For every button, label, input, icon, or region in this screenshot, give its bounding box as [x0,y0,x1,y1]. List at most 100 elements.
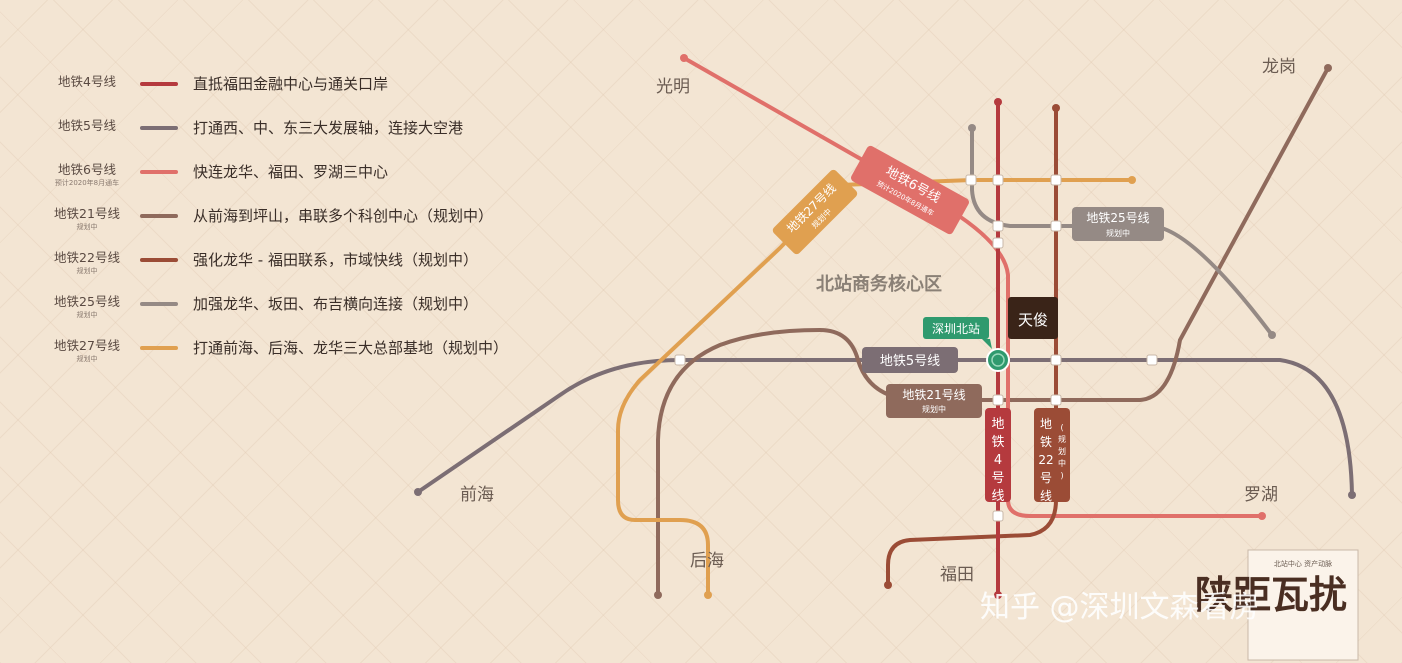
interchange-marker [992,394,1004,406]
project-name: 天俊 [1018,311,1048,329]
interchange-marker [992,237,1004,249]
line-25-label-note: 规划中 [1106,228,1130,238]
legend-row: 地铁5号线 打通西、中、东三大发展轴，连接大空港 [40,112,600,156]
legend-color-swatch [140,346,178,350]
legend-line-description: 快连龙华、福田、罗湖三中心 [193,163,389,181]
line-22-label-char: 地 [1040,417,1052,431]
line-27-label: 地铁27号线 规划中 [772,169,858,255]
line-21-label-note: 规划中 [922,404,946,414]
interchange-marker [1050,394,1062,406]
line-22-label-note: ) [1060,471,1063,480]
line-22-label-note: 规 [1058,434,1066,444]
interchange-marker [1050,174,1062,186]
line-22-label-char: 22 [1038,453,1053,467]
interchange-marker [1050,354,1062,366]
terminal-dot [654,591,662,599]
legend-color-swatch [140,214,178,218]
legend-row: 地铁22号线规划中强化龙华 - 福田联系，市域快线（规划中） [40,244,600,288]
line-4-label-char: 线 [991,489,1004,504]
legend-row: 地铁25号线规划中加强龙华、坂田、布吉横向连接（规划中） [40,288,600,332]
district-label: 北站商务核心区 [816,273,942,295]
legend-line-note: 预计2020年8月通车 [54,179,120,187]
line-6-route[interactable] [682,56,1264,518]
terminal-dot [994,591,1002,599]
legend-row: 地铁27号线规划中 打通前海、后海、龙华三大总部基地（规划中） [40,332,600,376]
shenzhen-north-station[interactable]: 深圳北站 [923,317,1010,372]
legend-line-description: 打通前海、后海、龙华三大总部基地（规划中） [193,339,509,357]
line-25-label-text: 地铁25号线 [1086,211,1149,225]
line-22-label-char: 铁 [1040,435,1052,449]
line-21-route[interactable] [656,66,1330,597]
legend: 地铁4号线 直抵福田金融中心与通关口岸地铁5号线 打通西、中、东三大发展轴，连接大空… [40,68,600,376]
terminal-dot [968,124,976,132]
terminal-dot [1258,512,1266,520]
legend-line-name: 地铁22号线 [54,250,120,265]
line-27-route[interactable] [616,178,1134,597]
interchange-marker [1146,354,1158,366]
legend-row: 地铁21号线规划中 从前海到坪山，串联多个科创中心（规划中） [40,200,600,244]
line-4-label-char: 地 [991,417,1004,432]
corner-emblem-top: 北站中心 资产动脉 [1274,559,1332,568]
place-qianhai: 前海 [460,485,494,505]
line-21-label: 地铁21号线 规划中 [886,384,982,418]
place-houhai: 后海 [690,551,724,571]
line-4-label-char: 铁 [991,435,1004,450]
line-4-label-char: 4 [994,453,1002,468]
line-5-label-text: 地铁5号线 [880,354,940,369]
legend-line-name: 地铁21号线 [54,206,120,221]
place-guangming: 光明 [656,77,690,97]
place-longgang: 龙岗 [1262,57,1296,77]
legend-color-swatch [140,258,178,262]
watermark: 知乎 @深圳文森看房 [980,590,1260,625]
line-21-label-text: 地铁21号线 [902,388,965,402]
corner-emblem: 北站中心 资产动脉 陕距瓦扰 [1195,549,1359,661]
terminal-dot [1324,64,1332,72]
line-22-label: 地 铁 22 号 线 ( 规 划 中 ) [1034,408,1070,503]
line-22-label-char: 号 [1040,471,1052,485]
line-22-label-note: ( [1060,423,1063,432]
legend-line-note: 规划中 [76,355,98,363]
legend-row: 地铁6号线预计2020年8月通车 快连龙华、福田、罗湖三中心 [40,156,600,200]
legend-line-name: 地铁5号线 [58,118,116,133]
station-name: 深圳北站 [932,322,980,336]
legend-line-name: 地铁4号线 [58,74,116,89]
line-22-route[interactable] [886,106,1058,587]
legend-color-swatch [140,302,178,306]
legend-line-description: 打通西、中、东三大发展轴，连接大空港 [193,119,464,137]
terminal-dot [704,591,712,599]
interchange-marker [1050,220,1062,232]
line-22-label-char: 线 [1040,489,1052,503]
interchange-marker [965,174,977,186]
line-22-label-note: 划 [1058,446,1066,456]
line-5-label: 地铁5号线 [862,347,958,373]
terminal-dot [680,54,688,62]
project-tianjun-marker[interactable]: 天俊 [1008,297,1058,339]
legend-line-note: 规划中 [76,267,98,275]
corner-emblem-big: 陕距瓦扰 [1195,573,1347,617]
legend-color-swatch [140,170,178,174]
legend-line-name: 地铁6号线 [58,162,116,177]
legend-line-description: 直抵福田金融中心与通关口岸 [193,75,389,93]
line-4-label: 地 铁 4 号 线 [985,408,1011,504]
line-25-label: 地铁25号线 规划中 [1072,207,1164,241]
interchange-marker [992,510,1004,522]
line-6-label: 地铁6号线 预计2020年8月通车 [851,145,969,235]
line-5-route[interactable] [416,357,1354,497]
line-4-label-char: 号 [991,471,1004,486]
legend-color-swatch [140,126,178,130]
terminal-dot [1052,104,1060,112]
interchange-marker [992,220,1004,232]
interchange-marker [674,354,686,366]
legend-line-note: 规划中 [76,311,98,319]
legend-line-note: 规划中 [76,223,98,231]
line-22-label-note: 中 [1058,458,1066,468]
legend-line-name: 地铁27号线 [54,338,120,353]
legend-row: 地铁4号线 直抵福田金融中心与通关口岸 [40,68,600,112]
place-futian: 福田 [940,565,974,585]
terminal-dot [994,98,1002,106]
terminal-dot [1348,491,1356,499]
interchange-marker [992,174,1004,186]
legend-line-description: 从前海到坪山，串联多个科创中心（规划中） [193,207,494,225]
terminal-dot [1268,331,1276,339]
